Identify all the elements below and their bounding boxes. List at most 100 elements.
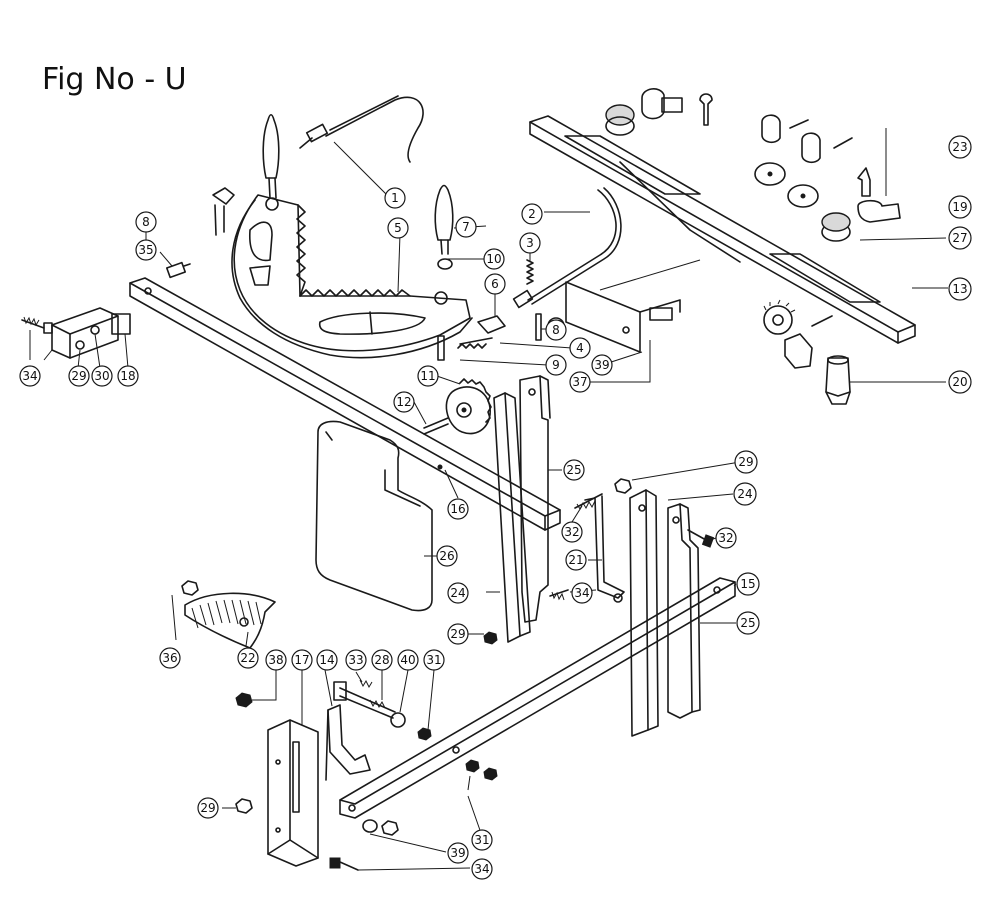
part-fence-bar (529, 115, 916, 344)
part-link-21 (584, 495, 625, 603)
figure-title: Fig No - U (42, 62, 187, 97)
svg-text:10: 10 (486, 252, 501, 266)
part-lower-rail (339, 577, 736, 819)
svg-text:25: 25 (740, 616, 755, 630)
svg-text:8: 8 (552, 323, 560, 337)
callout-32-right: 32 (715, 527, 737, 549)
callout-16: 16 (447, 498, 469, 520)
svg-text:15: 15 (740, 577, 755, 591)
callout-21: 21 (565, 549, 587, 571)
callout-7: 7 (455, 216, 477, 238)
part-bracket-6 (477, 315, 506, 334)
callout-34-mid: 34 (571, 582, 593, 604)
callout-11: 11 (417, 365, 439, 387)
svg-text:3: 3 (526, 236, 534, 250)
part-lever-14 (325, 704, 371, 781)
part-nut-38 (235, 692, 253, 708)
callout-23: 23 (948, 135, 972, 159)
callout-26: 26 (436, 545, 458, 567)
part-tension-assembly (763, 299, 851, 405)
callout-25-mid: 25 (563, 459, 585, 481)
svg-text:17: 17 (294, 653, 309, 667)
callout-39-lower: 39 (447, 842, 469, 864)
callout-29-upper: 29 (734, 450, 758, 474)
callout-18: 18 (117, 365, 139, 387)
callout-1: 1 (384, 187, 406, 209)
part-block-18 (51, 307, 131, 359)
part-vertical-bar-c (629, 489, 659, 737)
callout-29-left: 29 (68, 365, 90, 387)
callout-15: 15 (736, 572, 760, 596)
part-screw-34-left (21, 316, 53, 334)
svg-text:16: 16 (450, 502, 465, 516)
part-bolt-35 (165, 261, 191, 279)
svg-text:31: 31 (474, 833, 489, 847)
part-bolt-32-mid (574, 493, 603, 511)
callout-30: 30 (91, 365, 113, 387)
svg-text:5: 5 (394, 221, 402, 235)
part-vertical-bar-b (519, 375, 551, 623)
callout-32-mid: 32 (561, 521, 583, 543)
svg-text:31: 31 (426, 653, 441, 667)
svg-text:36: 36 (162, 651, 177, 665)
svg-text:1: 1 (391, 191, 399, 205)
svg-text:2: 2 (528, 207, 536, 221)
callout-40: 40 (397, 649, 419, 671)
svg-text:20: 20 (952, 375, 967, 389)
svg-text:40: 40 (400, 653, 415, 667)
svg-text:24: 24 (737, 487, 752, 501)
part-box-bracket (565, 259, 701, 353)
svg-text:13: 13 (952, 282, 967, 296)
svg-text:14: 14 (319, 653, 334, 667)
callout-8-left: 8 (135, 211, 157, 233)
svg-text:25: 25 (566, 463, 581, 477)
svg-text:11: 11 (420, 369, 435, 383)
callout-38: 38 (265, 649, 287, 671)
callout-34-left: 34 (19, 365, 41, 387)
callout-24-right: 24 (733, 482, 757, 506)
part-pedal (184, 592, 276, 649)
callout-13: 13 (948, 277, 972, 301)
part-nut-29-lower (235, 798, 253, 814)
callout-12: 12 (393, 391, 415, 413)
svg-text:9: 9 (552, 358, 560, 372)
callout-14: 14 (316, 649, 338, 671)
part-cable-right (512, 187, 622, 309)
part-clamps-top (641, 88, 901, 223)
callout-19: 19 (948, 195, 972, 219)
part-screw-34-bottom (329, 857, 359, 871)
part-bolt-12 (423, 417, 449, 435)
part-nut-39-lower (381, 820, 399, 836)
callout-9: 9 (545, 354, 567, 376)
svg-text:4: 4 (576, 341, 584, 355)
callout-37: 37 (569, 371, 591, 393)
callout-17: 17 (291, 649, 313, 671)
svg-text:26: 26 (439, 549, 454, 563)
part-bolt-assembly (333, 679, 406, 728)
callout-8-right: 8 (545, 319, 567, 341)
part-rollers-top (605, 104, 851, 242)
callout-25-right: 25 (736, 611, 760, 635)
part-vertical-bar-a (493, 392, 531, 643)
part-nut-31-lower-a (465, 759, 480, 773)
callout-29-lower: 29 (197, 797, 219, 819)
callout-2: 2 (521, 203, 543, 225)
part-washer-10 (437, 258, 453, 270)
callout-36: 36 (159, 647, 181, 669)
svg-text:18: 18 (120, 369, 135, 383)
callout-4: 4 (569, 337, 591, 359)
part-guard (315, 420, 433, 612)
svg-text:32: 32 (564, 525, 579, 539)
svg-text:37: 37 (572, 375, 587, 389)
svg-text:34: 34 (22, 369, 37, 383)
part-nut-31-upper (417, 727, 432, 741)
part-washer-39-lower (362, 819, 378, 833)
callout-29-mid: 29 (447, 623, 469, 645)
callout-20: 20 (948, 370, 972, 394)
part-nut-36 (181, 580, 199, 596)
svg-text:34: 34 (574, 586, 589, 600)
svg-text:8: 8 (142, 215, 150, 229)
part-channel-bracket (267, 719, 319, 867)
callout-5: 5 (387, 217, 409, 239)
